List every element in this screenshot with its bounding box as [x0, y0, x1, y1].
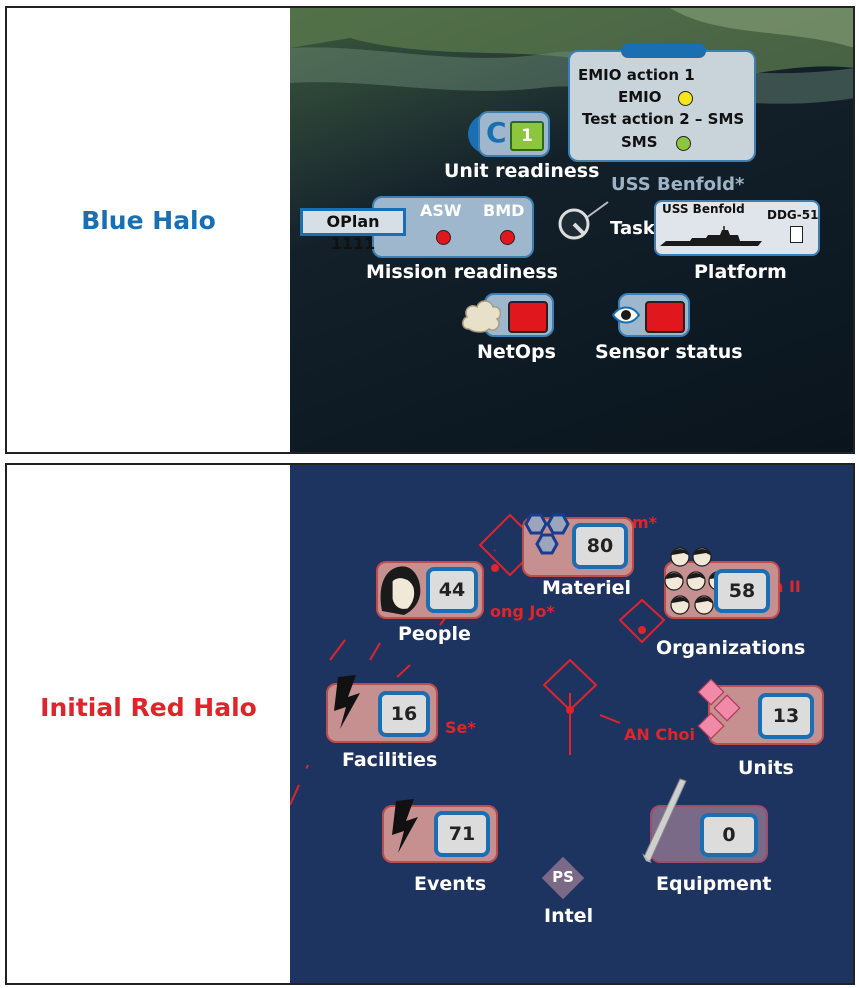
facilities-value: 16 [378, 691, 430, 737]
equipment-label: Equipment [656, 873, 772, 895]
cloud-icon [462, 300, 502, 333]
people-label: People [398, 623, 471, 645]
materiel-label: Materiel [542, 577, 631, 599]
missile-icon [642, 778, 687, 863]
unit-readiness-label: Unit readiness [444, 160, 600, 182]
facilities-label: Facilities [342, 749, 438, 771]
bmd-label: BMD [483, 201, 525, 220]
eye-icon [611, 306, 641, 324]
sensor-status-label: Sensor status [595, 341, 743, 363]
platform-hull: DDG-51 [767, 208, 819, 222]
asw-status-dot-icon [436, 230, 451, 245]
blue-halo-panel: Blue Halo EMIO action 1 EMIO Test action… [5, 6, 855, 454]
ship-name: USS Benfold* [611, 174, 745, 195]
asw-label: ASW [420, 201, 462, 220]
emio-line1: EMIO action 1 [578, 66, 695, 84]
events-value: 71 [434, 811, 490, 857]
intel-label: Intel [544, 905, 594, 927]
mission-readiness-card[interactable] [372, 196, 534, 258]
red-scene: m* ong Jo* n II Se* AN Choi 80 Materiel … [290, 465, 853, 983]
flag-icon [790, 226, 803, 243]
red-halo-panel: Initial Red Halo m* ong Jo* [5, 463, 855, 985]
bmd-status-dot-icon [500, 230, 515, 245]
task-magnifier-icon[interactable] [558, 196, 618, 246]
unit-readiness-c-icon: C [486, 116, 507, 149]
netops-status-square [508, 301, 548, 333]
fragment-m: m* [632, 513, 658, 532]
units-value: 13 [758, 693, 814, 739]
green-dot-icon [676, 136, 691, 151]
emio-handle[interactable] [621, 44, 706, 58]
organizations-value: 58 [714, 569, 770, 613]
materiel-hexagons-icon [524, 513, 570, 555]
units-diamonds-icon [697, 679, 741, 740]
mission-readiness-label: Mission readiness [366, 261, 558, 283]
people-value: 44 [426, 567, 478, 613]
unit-readiness-value: 1 [510, 121, 544, 151]
fragment-an: AN Choi [624, 725, 695, 744]
platform-label: Platform [694, 261, 787, 283]
blue-scene: EMIO action 1 EMIO Test action 2 – SMS S… [290, 8, 853, 452]
sensor-status-square [645, 301, 685, 333]
intel-badge: PS [552, 868, 574, 886]
units-label: Units [738, 757, 794, 779]
emio-line4: SMS [621, 133, 658, 151]
ship-silhouette-icon [660, 226, 762, 246]
equipment-value: 0 [700, 813, 758, 857]
fragment-ong: ong Jo* [490, 602, 555, 621]
events-label: Events [414, 873, 487, 895]
red-halo-title: Initial Red Halo [40, 693, 257, 722]
emio-line2: EMIO [618, 88, 662, 106]
blue-halo-title: Blue Halo [81, 206, 216, 235]
emio-card[interactable] [568, 50, 756, 162]
fragment-se: Se* [445, 718, 476, 737]
oplan-badge[interactable]: OPlan 1111 [300, 208, 406, 253]
netops-label: NetOps [477, 341, 556, 363]
lightning-bolt-icon [334, 675, 360, 729]
emio-line3: Test action 2 – SMS [582, 110, 745, 128]
yellow-dot-icon [678, 91, 693, 106]
organizations-label: Organizations [656, 637, 806, 659]
events-lightning-icon [392, 799, 418, 853]
task-label: Task [610, 218, 655, 239]
materiel-value: 80 [572, 523, 628, 569]
platform-name: USS Benfold [662, 202, 745, 216]
person-face-icon [380, 566, 421, 615]
